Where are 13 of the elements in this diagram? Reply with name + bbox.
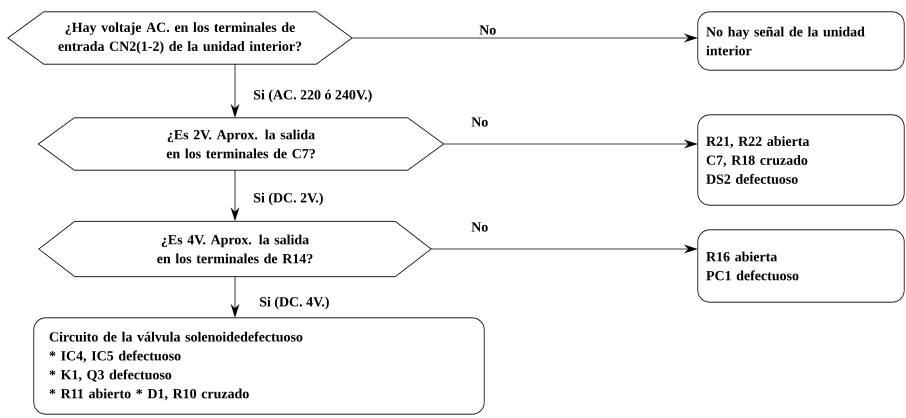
result-box: Circuito de la válvula solenoidedefectuoso * IC4, IC5 defectuoso * K1, Q3 defectuoso * R11 abierto * D1, R10 cruzado (33, 317, 485, 415)
edge-label: No (470, 116, 490, 128)
decision-hexagon: ¿Es 2V. Aprox. la salida en los terminales de C7? (38, 117, 444, 171)
decision-hexagon: ¿Hay voltaje AC. en los terminales de entrada CN2(1-2) de la unidad interior? (7, 11, 353, 65)
edge-label: Si (AC. 220 ó 240V.) (252, 88, 374, 104)
edge-label: No (470, 221, 490, 233)
decision-hexagon: ¿Es 4V. Aprox. la salida en los terminales de R14? (38, 220, 432, 278)
result-box: No hay señal de la unidad interior (697, 11, 905, 71)
result-box: R16 abierta PC1 defectuoso (697, 229, 905, 303)
edge-label: No (478, 24, 498, 36)
result-box: R21, R22 abierta C7, R18 cruzado DS2 defectuoso (697, 114, 905, 206)
edge-label: Si (DC. 2V.) (252, 192, 324, 206)
edge-label: Si (DC. 4V.) (258, 296, 330, 310)
